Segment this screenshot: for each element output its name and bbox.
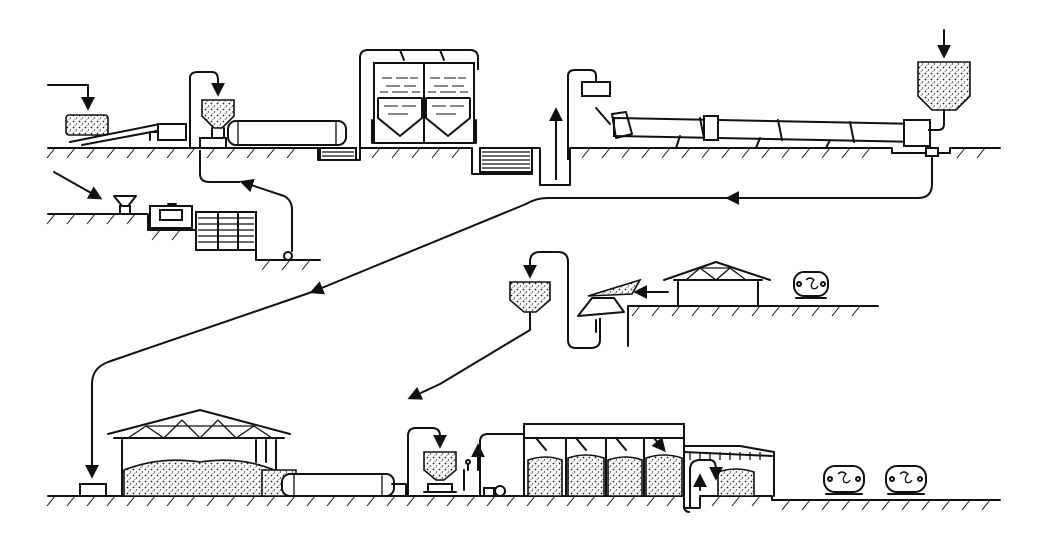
ground-line-mid-right [627, 305, 879, 347]
rotary-kiln-icon [611, 111, 931, 149]
hopper-icon [423, 451, 457, 481]
hopper-icon [509, 281, 551, 313]
flow-arrow-icon [407, 427, 447, 496]
cement-silo-icon [523, 423, 685, 497]
hopper-icon [113, 195, 137, 207]
flow-arrow-icon [523, 251, 569, 320]
wash-pit-icon [195, 211, 257, 251]
gypsum-shed-icon [663, 261, 771, 307]
clinker-store-icon [79, 409, 291, 497]
ball-mill-icon [261, 469, 407, 497]
crusher-icon [149, 203, 193, 229]
slurry-tank-icon [371, 62, 477, 144]
flow-arrow-icon [359, 49, 479, 148]
pump-pit-icon [319, 147, 533, 173]
ball-mill-icon [199, 120, 347, 149]
cement-grinding-section [46, 291, 1001, 513]
rail-tank-wagon-icon [885, 465, 927, 495]
flow-arrow-icon [239, 178, 293, 252]
flow-arrow-icon [53, 171, 103, 200]
hopper-icon [65, 114, 109, 136]
rail-tank-wagon-icon [823, 465, 865, 495]
loading-bay-icon [683, 445, 775, 513]
flow-arrow-icon [85, 291, 313, 479]
rail-tank-wagon-icon [793, 271, 829, 299]
flow-arrow-icon [47, 84, 95, 111]
hopper-icon [201, 99, 235, 129]
raw-material-section [46, 29, 1001, 295]
raw-material-subsection [46, 150, 321, 271]
flow-arrow-icon [479, 433, 528, 496]
ground-line-bottom [47, 495, 1001, 509]
ground-hatch-top [46, 147, 986, 159]
hopper-icon [917, 61, 971, 111]
pump-icon [483, 485, 506, 497]
flow-arrow-icon [309, 156, 933, 295]
gypsum-section [407, 251, 879, 400]
feed-box-icon [581, 81, 611, 97]
flow-arrow-icon [189, 71, 225, 148]
